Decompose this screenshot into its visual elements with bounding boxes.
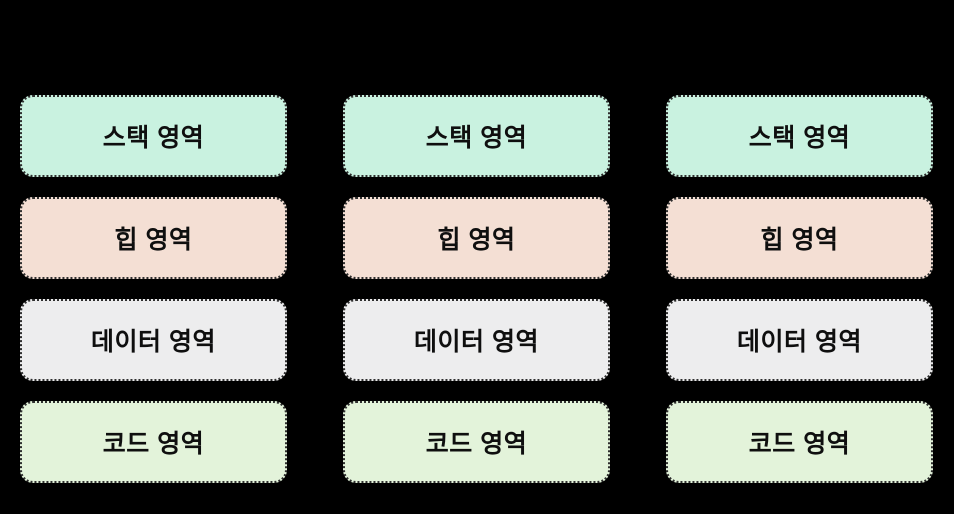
- memory-block-label: 스택 영역: [102, 124, 205, 152]
- memory-block-heap: 힙 영역: [20, 197, 287, 279]
- memory-block-label: 데이터 영역: [737, 328, 862, 356]
- memory-block-label: 스택 영역: [425, 124, 528, 152]
- memory-block-label: 데이터 영역: [414, 328, 539, 356]
- process-column-3: 스택 영역 힙 영역 데이터 영역 코드 영역: [666, 95, 933, 483]
- memory-block-label: 데이터 영역: [91, 328, 216, 356]
- memory-block-label: 코드 영역: [425, 430, 528, 458]
- memory-block-label: 코드 영역: [748, 430, 851, 458]
- memory-block-data: 데이터 영역: [666, 299, 933, 381]
- process-column-1: 스택 영역 힙 영역 데이터 영역 코드 영역: [20, 95, 287, 483]
- memory-block-stack: 스택 영역: [343, 95, 610, 177]
- memory-block-code: 코드 영역: [343, 401, 610, 483]
- memory-block-label: 힙 영역: [437, 226, 516, 254]
- process-columns: 스택 영역 힙 영역 데이터 영역 코드 영역 스택 영역 힙 영역 데이터 영…: [20, 95, 933, 483]
- memory-block-heap: 힙 영역: [343, 197, 610, 279]
- memory-block-label: 힙 영역: [114, 226, 193, 254]
- memory-block-label: 스택 영역: [748, 124, 851, 152]
- process-column-2: 스택 영역 힙 영역 데이터 영역 코드 영역: [343, 95, 610, 483]
- memory-block-heap: 힙 영역: [666, 197, 933, 279]
- memory-block-stack: 스택 영역: [666, 95, 933, 177]
- memory-block-data: 데이터 영역: [343, 299, 610, 381]
- memory-block-label: 힙 영역: [760, 226, 839, 254]
- memory-block-data: 데이터 영역: [20, 299, 287, 381]
- memory-block-stack: 스택 영역: [20, 95, 287, 177]
- memory-block-code: 코드 영역: [666, 401, 933, 483]
- memory-block-code: 코드 영역: [20, 401, 287, 483]
- memory-block-label: 코드 영역: [102, 430, 205, 458]
